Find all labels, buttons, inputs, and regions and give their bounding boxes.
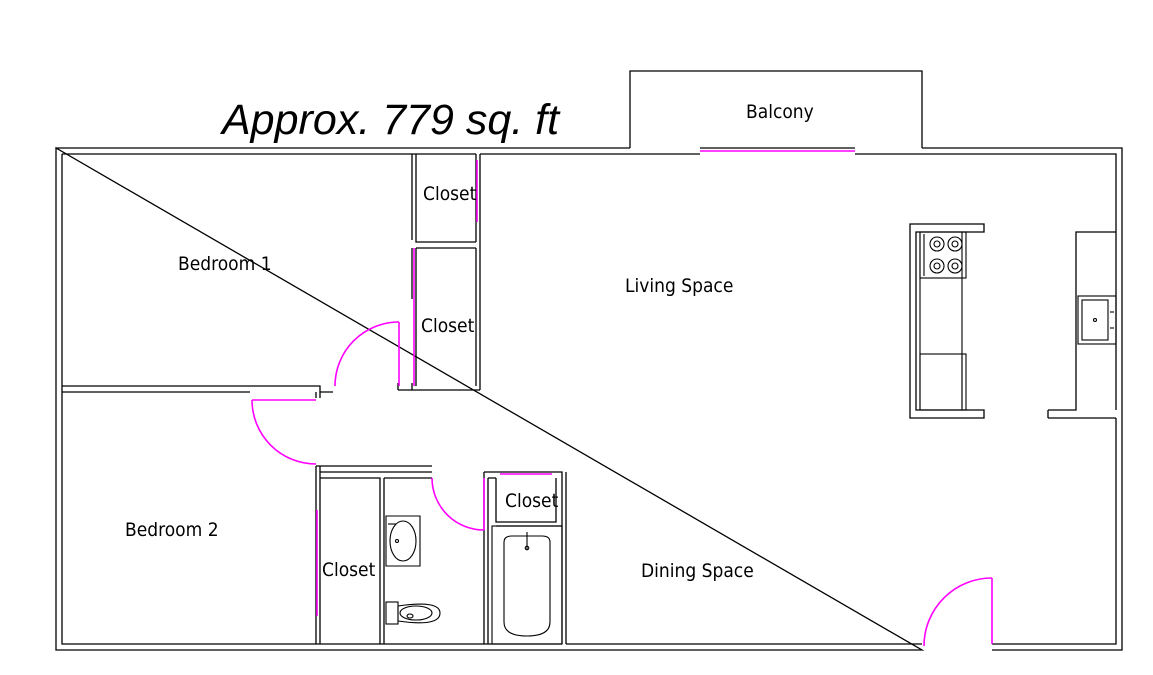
kitchen xyxy=(909,223,1117,419)
refrigerator xyxy=(919,353,967,411)
label-closet-bed2: Closet xyxy=(322,559,376,581)
bedroom-2-walls xyxy=(251,392,563,644)
bathtub xyxy=(491,525,563,645)
area-title: Approx. 779 sq. ft xyxy=(219,96,561,144)
bedroom-1-walls xyxy=(62,154,480,398)
bedroom-1-door xyxy=(334,321,400,387)
label-closet-top: Closet xyxy=(423,183,477,205)
label-balcony: Balcony xyxy=(746,101,814,123)
closets-top xyxy=(413,154,481,390)
label-bedroom-1: Bedroom 1 xyxy=(178,253,272,275)
bathroom-door-swing xyxy=(431,477,485,531)
closet-bath xyxy=(495,472,567,644)
label-closet-mid: Closet xyxy=(421,315,475,337)
bathroom-toilet xyxy=(385,601,441,625)
balcony xyxy=(629,70,923,152)
stove xyxy=(919,231,967,279)
bathroom-sink xyxy=(385,515,421,567)
kitchen-sink xyxy=(1077,295,1117,345)
label-living-space: Living Space xyxy=(625,275,733,297)
bathroom xyxy=(384,472,563,645)
closet-bed2 xyxy=(316,477,385,644)
exterior-walls xyxy=(55,146,1123,651)
label-bedroom-2: Bedroom 2 xyxy=(125,519,219,541)
bedroom-2-door-swing xyxy=(251,399,317,465)
label-dining-space: Dining Space xyxy=(641,560,754,582)
entry-door xyxy=(923,577,993,647)
label-closet-bath: Closet xyxy=(505,490,559,512)
